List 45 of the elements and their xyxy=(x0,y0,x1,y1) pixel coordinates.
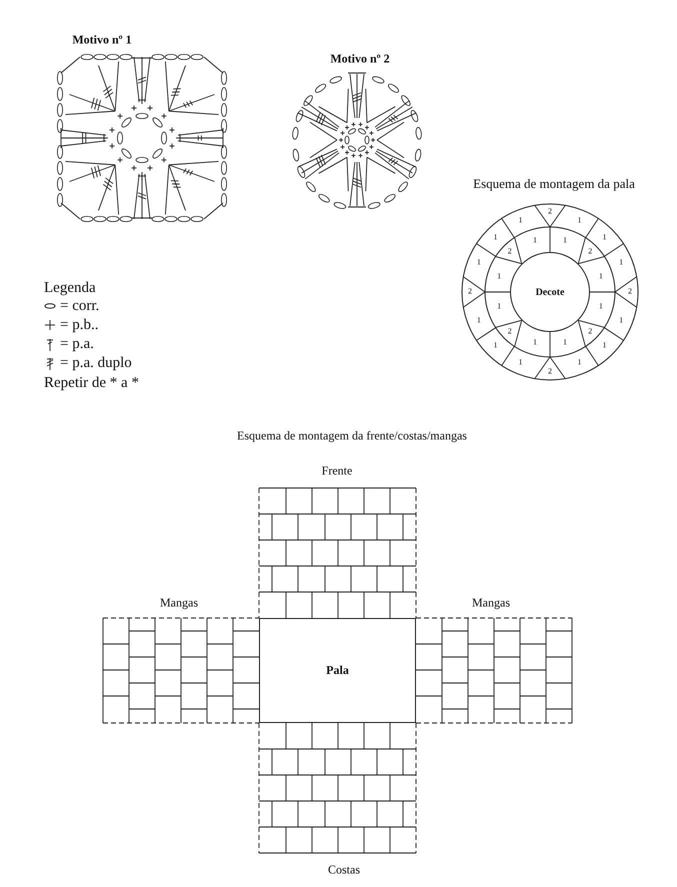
legend-heading: Legenda xyxy=(44,280,96,296)
segment-number: 1 xyxy=(602,342,606,351)
segment-number: 1 xyxy=(619,317,624,326)
segment-number: 2 xyxy=(628,288,632,296)
part-label: Frente xyxy=(322,464,352,478)
segment-number: 2 xyxy=(588,328,592,337)
segment-number: 1 xyxy=(518,358,523,368)
part-label: Mangas xyxy=(472,596,510,610)
segment-number: 2 xyxy=(548,208,552,216)
segment-number: 1 xyxy=(476,317,481,326)
chart-title: Motivo nº 2 xyxy=(330,52,390,66)
part-label: Pala xyxy=(326,663,349,678)
segment-number: 1 xyxy=(494,233,498,242)
segment-number: 1 xyxy=(497,272,502,282)
segment-number: 2 xyxy=(508,247,512,256)
segment-number: 2 xyxy=(588,247,592,256)
segment-number: 2 xyxy=(508,328,512,337)
part-label: Decote xyxy=(536,286,564,298)
chart-title: Motivo nº 1 xyxy=(72,33,132,47)
segment-number: 1 xyxy=(602,233,606,242)
segment-number: 1 xyxy=(497,302,502,312)
segment-number: 1 xyxy=(476,258,481,267)
legend-label: = p.a. duplo xyxy=(60,355,132,372)
note: Repetir de * a * xyxy=(44,374,139,392)
segment-number: 1 xyxy=(598,272,603,282)
segment-number: 1 xyxy=(494,342,498,351)
part-label: Costas xyxy=(328,863,360,877)
yoke-panel xyxy=(259,618,416,723)
segment-number: 1 xyxy=(598,302,603,312)
segment-number: 1 xyxy=(577,358,582,368)
segment-number: 2 xyxy=(548,368,552,376)
segment-number: 1 xyxy=(577,216,582,226)
segment-number: 1 xyxy=(563,236,568,246)
segment-number: 1 xyxy=(532,236,537,246)
chart-title: Esquema de montagem da pala xyxy=(473,176,635,192)
part-label: Mangas xyxy=(160,596,198,610)
segment-number: 2 xyxy=(468,288,472,296)
segment-number: 1 xyxy=(563,338,568,348)
legend-label: = p.a. xyxy=(60,336,94,353)
legend-label: = p.b.. xyxy=(60,317,98,334)
legend-label: = corr. xyxy=(60,298,100,315)
segment-number: 1 xyxy=(532,338,537,348)
segment-number: 1 xyxy=(518,216,523,226)
chart-title: Esquema de montagem da frente/costas/mangas xyxy=(237,429,467,443)
segment-number: 1 xyxy=(619,258,624,267)
